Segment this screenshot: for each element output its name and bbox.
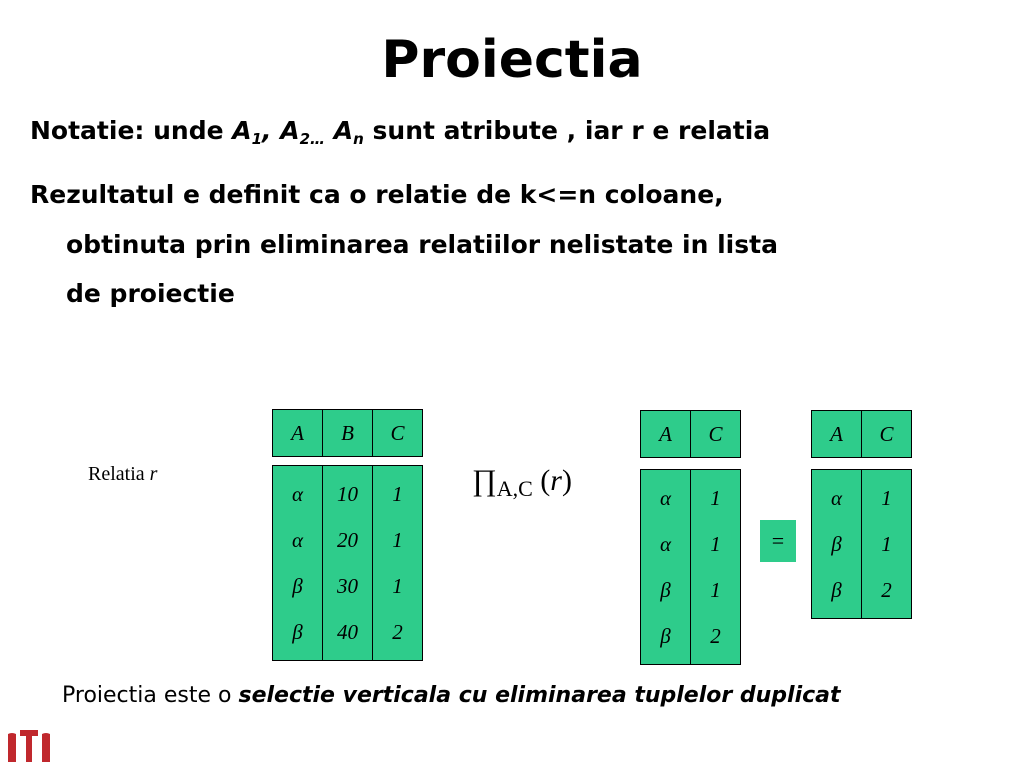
cell: β bbox=[660, 578, 671, 602]
cell: 1 bbox=[392, 574, 403, 598]
cell: α bbox=[291, 482, 304, 506]
slide-title: Proiectia bbox=[381, 30, 643, 90]
notation-suffix: sunt atribute , iar r e relatia bbox=[363, 116, 771, 145]
footer-note: Proiectia este o selectie verticala cu e… bbox=[62, 683, 841, 708]
cell: 1 bbox=[881, 532, 892, 556]
attr-a1: A1 bbox=[232, 116, 263, 148]
definition-line-2: obtinuta prin eliminarea relatiilor neli… bbox=[66, 230, 778, 259]
header-cell: C bbox=[372, 409, 423, 457]
cell: 10 bbox=[337, 482, 358, 506]
relation-label: Relatia r bbox=[88, 463, 158, 485]
cell: 30 bbox=[337, 574, 358, 598]
cell: β bbox=[292, 620, 303, 644]
header-cell: A bbox=[640, 410, 691, 458]
definition-line-3: de proiectie bbox=[66, 279, 235, 308]
cell: 40 bbox=[337, 620, 358, 644]
attr-a2: A2… bbox=[280, 116, 326, 148]
cell: α bbox=[291, 528, 304, 552]
pi-symbol: ∏ bbox=[472, 464, 497, 497]
university-logo-icon bbox=[8, 730, 50, 762]
header-cell: C bbox=[690, 410, 741, 458]
cell: 2 bbox=[392, 620, 403, 644]
equals-sign: = bbox=[760, 520, 796, 562]
result-header: A C bbox=[811, 410, 912, 458]
attr-an: An bbox=[333, 116, 364, 148]
cell: 20 bbox=[337, 528, 358, 552]
header-cell: A bbox=[811, 410, 862, 458]
cell: 2 bbox=[710, 624, 721, 648]
column-c: 1 1 1 2 bbox=[372, 465, 423, 661]
cell: 1 bbox=[392, 528, 403, 552]
cell: β bbox=[831, 532, 842, 556]
notation-line: Notatie: unde A1, A2… An sunt atribute ,… bbox=[30, 116, 771, 148]
footer-emphasis: selectie verticala cu eliminarea tuplelo… bbox=[238, 683, 841, 708]
projection-expression: ∏A,C (r) bbox=[472, 464, 572, 501]
definition-line-1: Rezultatul e definit ca o relatie de k<=… bbox=[30, 180, 724, 209]
cell: 1 bbox=[710, 486, 721, 510]
header-cell: A bbox=[272, 409, 323, 457]
notation-prefix: Notatie: unde bbox=[30, 116, 233, 145]
column-c: 1 1 2 bbox=[861, 469, 912, 619]
cell: 1 bbox=[881, 486, 892, 510]
cell: 1 bbox=[710, 532, 721, 556]
cell: α bbox=[659, 486, 672, 510]
relation-r-header: A B C bbox=[272, 409, 423, 457]
projection-header: A C bbox=[640, 410, 741, 458]
column-c: 1 1 1 2 bbox=[690, 469, 741, 665]
cell: α bbox=[830, 486, 843, 510]
column-b: 10 20 30 40 bbox=[322, 465, 373, 661]
cell: 1 bbox=[392, 482, 403, 506]
cell: 1 bbox=[710, 578, 721, 602]
header-cell: B bbox=[322, 409, 373, 457]
cell: 2 bbox=[881, 578, 892, 602]
cell: β bbox=[292, 574, 303, 598]
projection-subscript: A,C bbox=[496, 476, 533, 501]
cell: β bbox=[660, 624, 671, 648]
cell: β bbox=[831, 578, 842, 602]
cell: α bbox=[659, 532, 672, 556]
header-cell: C bbox=[861, 410, 912, 458]
